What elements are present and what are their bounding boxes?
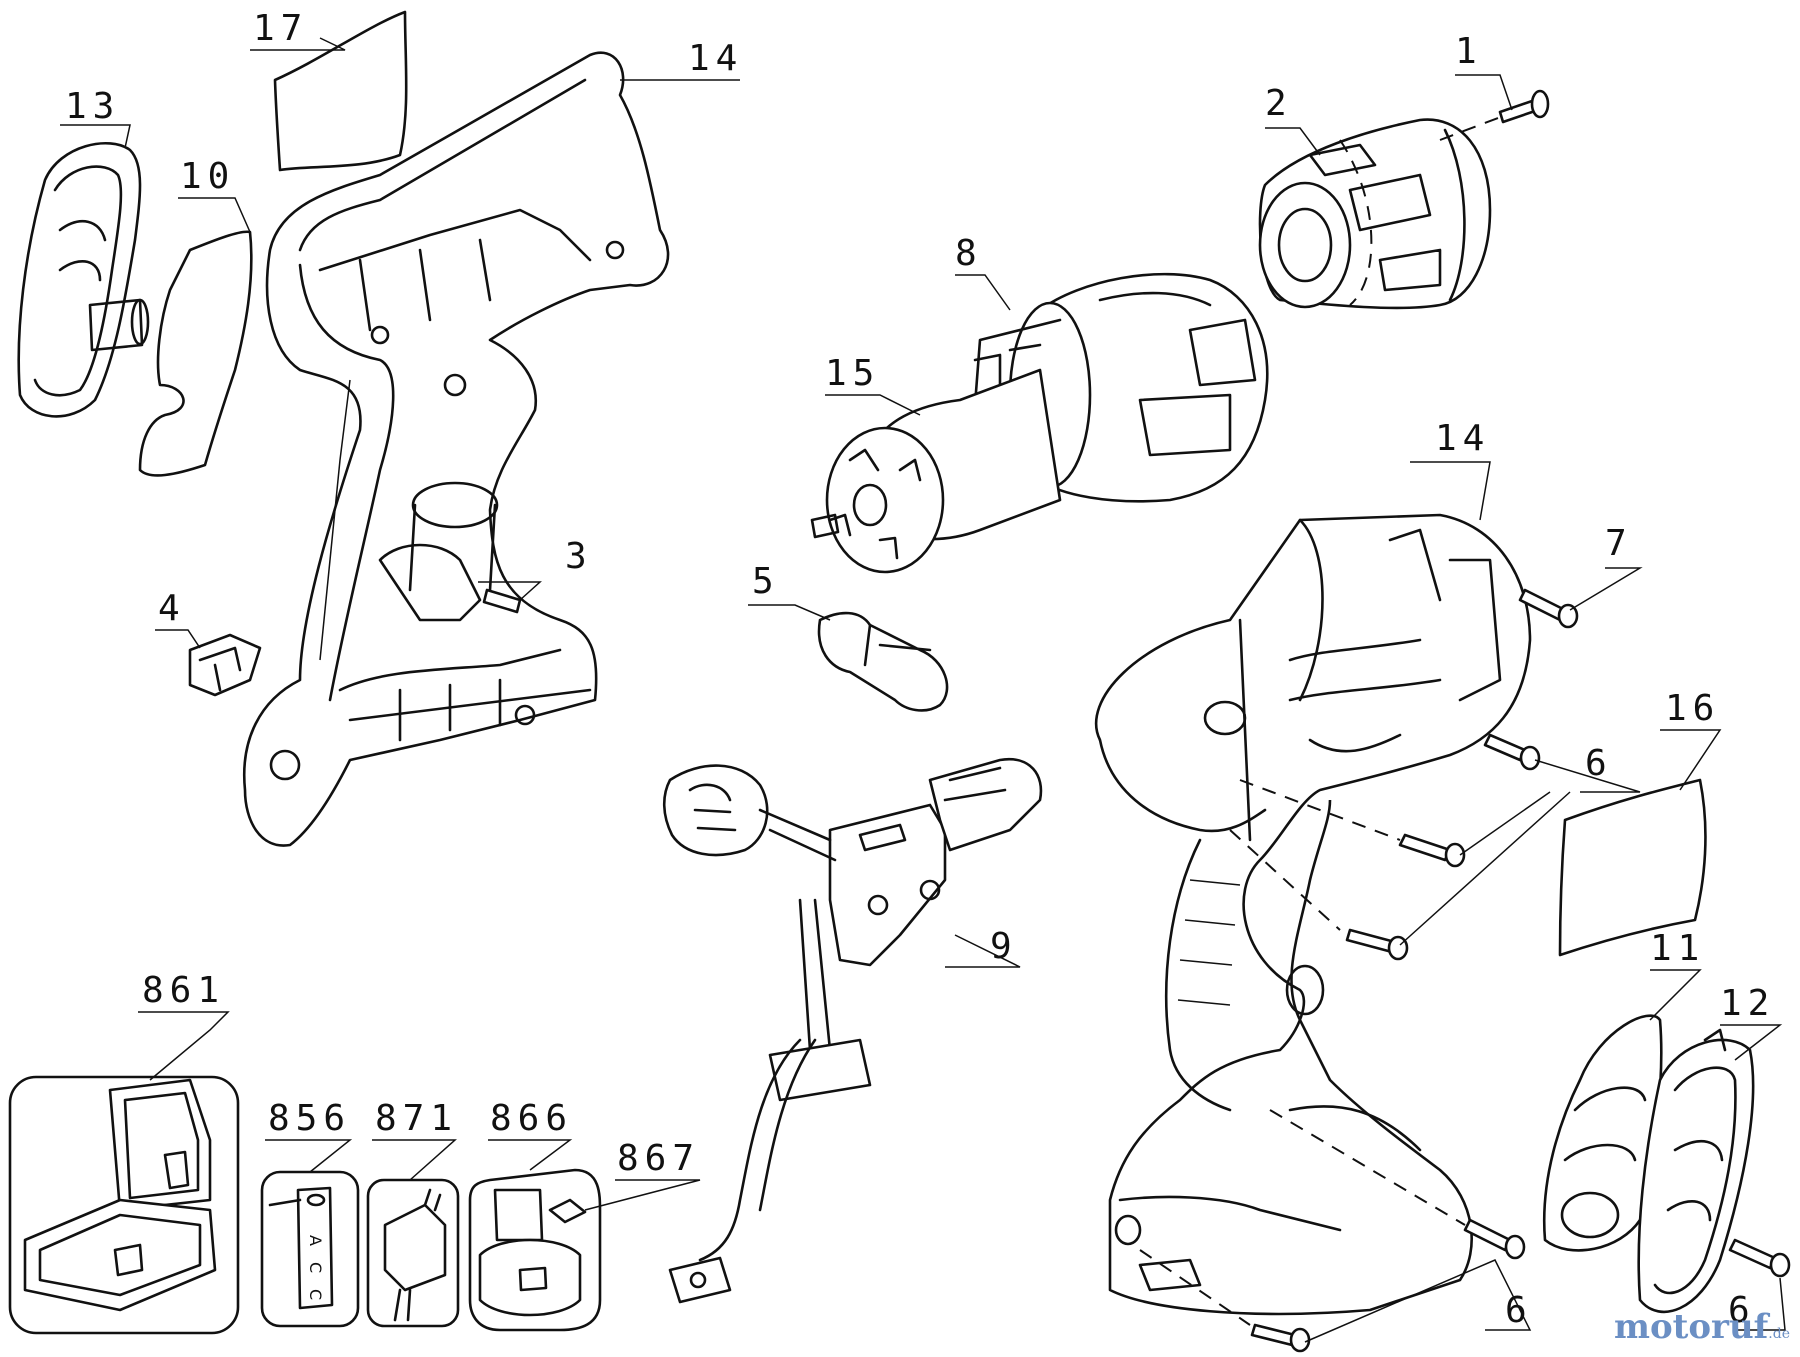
cap-12 (1637, 1028, 1755, 1314)
label-8: 8 (955, 233, 983, 274)
leader-lines (60, 37, 1786, 1343)
label-15: 15 (825, 353, 880, 394)
charger-871 (366, 1178, 460, 1328)
end-cap-13 (17, 142, 150, 418)
label-11: 11 (1650, 928, 1705, 969)
label-13: 13 (65, 86, 120, 127)
acc-letter-3: C (306, 1289, 325, 1300)
label-17: 17 (253, 8, 308, 49)
label-16: 16 (1665, 688, 1720, 729)
label-6-corner: 6 (1728, 1290, 1756, 1331)
label-14-left: 14 (688, 38, 743, 79)
gasket-10 (138, 230, 253, 477)
label-866: 866 (490, 1098, 573, 1139)
acc-letter-1: A (306, 1235, 325, 1246)
watermark-tld: .de (1768, 1326, 1790, 1342)
screw-1 (1439, 89, 1550, 141)
housing-left-half (242, 51, 670, 847)
label-12: 12 (1720, 983, 1775, 1024)
label-856: 856 (268, 1098, 351, 1139)
label-3: 3 (565, 536, 593, 577)
label-5: 5 (752, 561, 780, 602)
label-1: 1 (1455, 31, 1483, 72)
housing-right-assembled (1094, 513, 1532, 1316)
clip-4 (188, 633, 262, 697)
label-9: 9 (990, 926, 1018, 967)
label-861: 861 (142, 970, 225, 1011)
case-861 (8, 1075, 240, 1335)
motor-15 (810, 368, 1062, 574)
acc-letter-2: C (306, 1262, 325, 1273)
contact-5 (817, 611, 949, 712)
watermark-brand: motoruf (1614, 1307, 1769, 1347)
battery-866 (468, 1168, 602, 1332)
label-10: 10 (180, 156, 235, 197)
switch-9 (662, 757, 1043, 1304)
screws-right (1139, 588, 1791, 1353)
accessory-856 (260, 1170, 360, 1328)
chuck-2 (1258, 118, 1492, 310)
label-14-right: 14 (1435, 418, 1490, 459)
label-6-lower: 6 (1505, 1290, 1533, 1331)
label-6-upper: 6 (1585, 743, 1613, 784)
part-labels: 17 14 13 10 3 4 1 2 8 15 5 14 7 6 16 9 1… (65, 8, 1775, 1331)
label-4: 4 (158, 588, 186, 629)
decal-17 (273, 10, 408, 172)
acc-text: A C C (306, 1235, 325, 1300)
pin-3 (482, 588, 522, 614)
label-867: 867 (617, 1138, 700, 1179)
watermark-logo: motoruf.de (1614, 1307, 1790, 1347)
decal-16 (1558, 778, 1707, 957)
label-871: 871 (375, 1098, 458, 1139)
label-7: 7 (1605, 523, 1633, 564)
label-2: 2 (1265, 83, 1293, 124)
